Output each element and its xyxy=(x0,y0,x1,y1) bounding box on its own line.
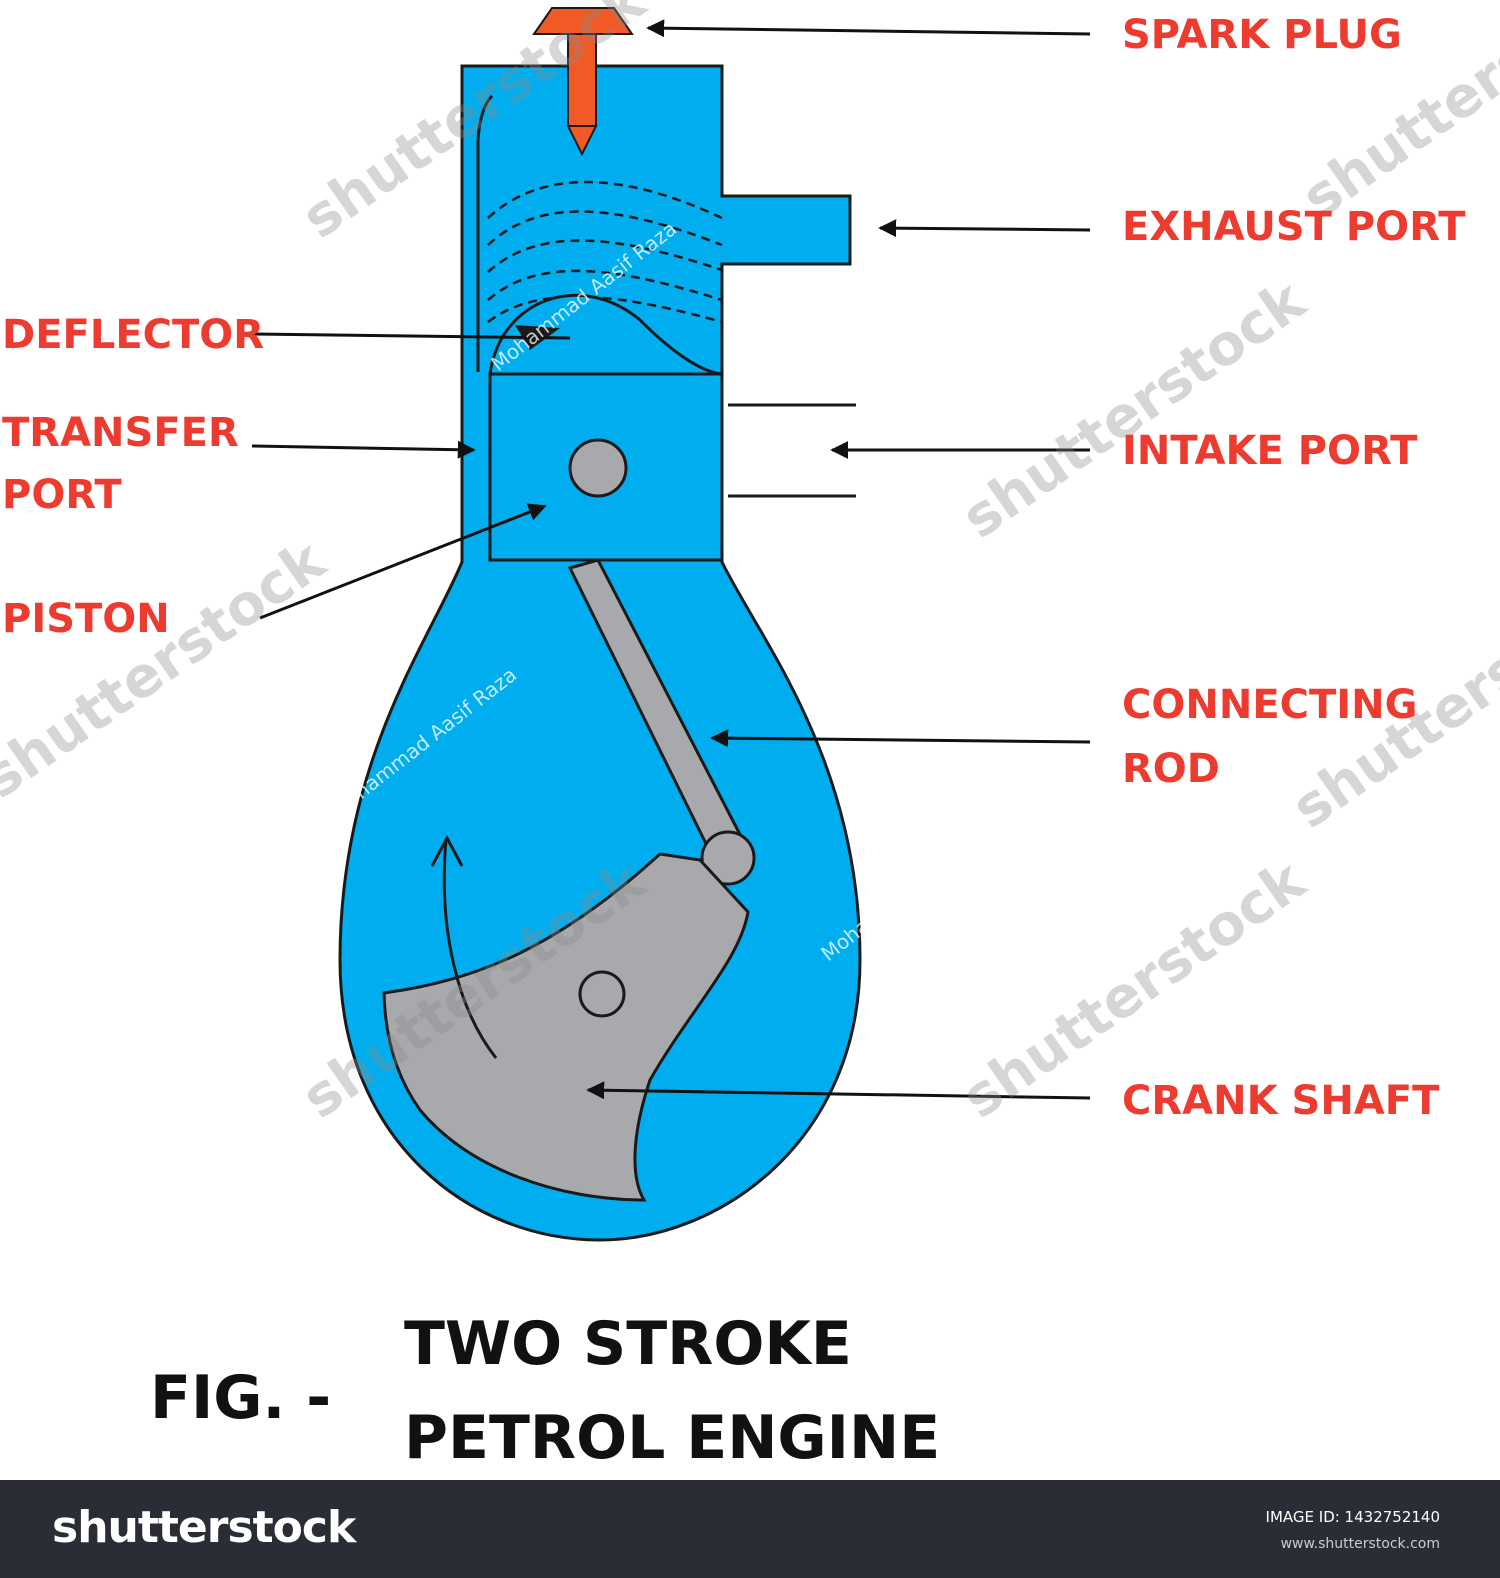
footer-image-id: IMAGE ID: 1432752140 xyxy=(1265,1508,1440,1526)
label-connecting-rod-1: CONNECTING xyxy=(1122,682,1417,728)
caption-prefix: FIG. - xyxy=(150,1363,331,1433)
watermark-brand-3: shutterstock xyxy=(0,527,338,811)
exhaust-port-leader xyxy=(878,219,1091,238)
crank-shaft-leader xyxy=(586,1081,1091,1100)
deflector-leader xyxy=(251,332,571,340)
label-crank-shaft: CRANK SHAFT xyxy=(1122,1078,1440,1124)
big-end-bearing xyxy=(700,830,756,886)
rotation-arrow xyxy=(442,839,498,1059)
footer-site-link[interactable]: www.shutterstock.com xyxy=(1280,1536,1440,1552)
spark-plug-leader xyxy=(646,19,1091,38)
label-exhaust-port: EXHAUST PORT xyxy=(1122,204,1466,250)
label-transfer-port-2: PORT xyxy=(2,472,122,518)
piston-leader xyxy=(259,503,547,620)
label-transfer-port-1: TRANSFER xyxy=(2,410,239,456)
label-connecting-rod-2: ROD xyxy=(1122,746,1220,792)
footer-bar: shutterstock IMAGE ID: 1432752140 www.sh… xyxy=(0,1480,1500,1578)
label-deflector: DEFLECTOR xyxy=(2,312,264,358)
label-spark-plug: SPARK PLUG xyxy=(1122,12,1402,58)
crank-pin xyxy=(578,970,626,1018)
transfer-port-leader xyxy=(251,440,476,459)
connecting-rod-leader xyxy=(710,729,1091,748)
label-piston: PISTON xyxy=(2,596,170,642)
caption-line2: PETROL ENGINE xyxy=(404,1403,940,1473)
intake-port xyxy=(728,403,856,498)
piston-pin xyxy=(568,438,628,498)
leader-lines xyxy=(251,19,1091,1100)
watermark-brand-2: shutterstock xyxy=(951,267,1318,551)
caption-line1: TWO STROKE xyxy=(404,1309,852,1379)
spark-plug xyxy=(532,7,634,157)
deflector xyxy=(488,293,723,376)
footer-logo[interactable]: shutterstock xyxy=(52,1502,356,1553)
label-intake-port: INTAKE PORT xyxy=(1122,428,1418,474)
rotation-arrow-head xyxy=(430,834,464,867)
transfer-flow-arrow xyxy=(476,94,494,372)
